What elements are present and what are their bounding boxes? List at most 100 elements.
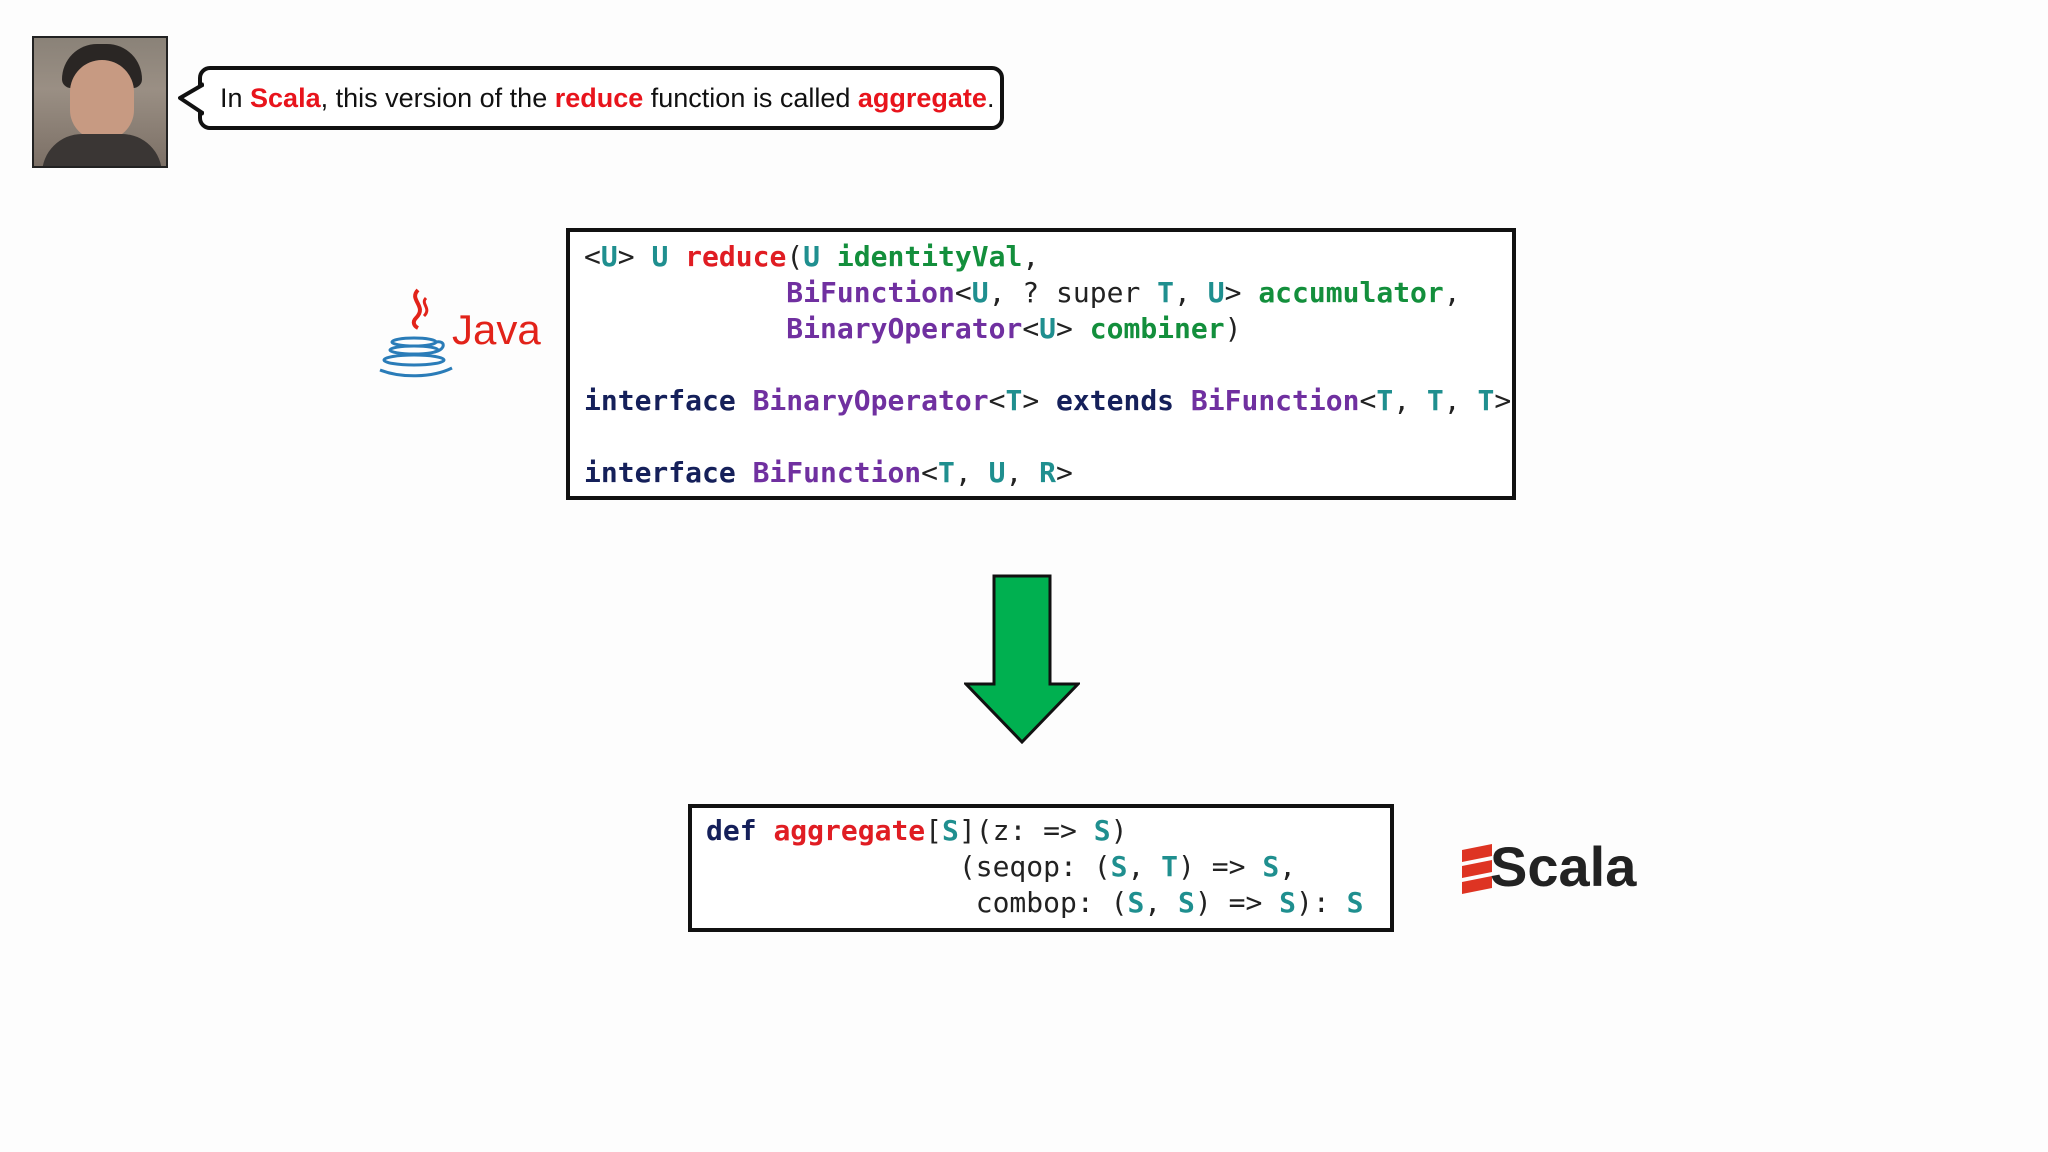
code-line: BinaryOperator<U> combiner) (584, 312, 1241, 345)
code-token: > (1022, 384, 1057, 417)
code-token: > (1494, 384, 1512, 417)
code-token: T (1157, 276, 1175, 309)
bubble-highlight-word: aggregate (857, 82, 987, 113)
code-token: (seqop: ( (706, 850, 1111, 883)
code-token: T (938, 456, 955, 489)
code-token: ) (1110, 814, 1128, 847)
scala-code-box: def aggregate[S](z: => S) (seqop: (S, T)… (688, 804, 1394, 932)
code-token: , (1443, 384, 1478, 417)
code-token: combop: ( (706, 886, 1128, 919)
code-token: identityVal (836, 240, 1023, 273)
code-token: ): (1296, 886, 1347, 919)
code-token: , (1279, 850, 1297, 883)
code-token: BiFunction (752, 456, 922, 489)
code-token: T (1426, 384, 1444, 417)
code-token: U (971, 276, 989, 309)
code-token: U (803, 240, 837, 273)
code-token: S (942, 814, 959, 847)
code-token: interface (584, 456, 753, 489)
code-token: U (651, 240, 686, 273)
speech-bubble-text: In Scala, this version of the reduce fun… (220, 83, 994, 114)
code-token: , (1144, 886, 1179, 919)
bubble-text-part: , this version of the (320, 82, 555, 113)
bubble-text-part: In (220, 82, 251, 113)
code-token: extends (1056, 384, 1191, 417)
code-token: , (1127, 850, 1162, 883)
code-token: > (1224, 276, 1259, 309)
bubble-text-part: . (986, 82, 995, 113)
code-token: combiner (1089, 312, 1225, 345)
java-logo-text: Java (452, 306, 541, 353)
code-token: < (988, 384, 1006, 417)
avatar-shirt (42, 134, 162, 166)
code-line: interface BinaryOperator<T> extends BiFu… (584, 384, 1511, 417)
code-token: T (1161, 850, 1179, 883)
code-line: def aggregate[S](z: => S) (706, 814, 1127, 847)
code-token: S (1178, 886, 1195, 919)
code-token: , (1174, 276, 1208, 309)
scala-logo-icon (1462, 844, 1492, 894)
code-token: def (706, 814, 774, 847)
code-token: ](z: => (958, 814, 1094, 847)
scala-logo-text: Scala (1490, 835, 1637, 898)
code-token: , (954, 456, 989, 489)
code-token: , (1005, 456, 1040, 489)
code-token: BinaryOperator (786, 312, 1023, 345)
code-token: R (1039, 456, 1057, 489)
code-token: ) (1224, 312, 1242, 345)
code-line: interface BiFunction<T, U, R> (584, 456, 1073, 489)
code-line: <U> U reduce(U identityVal, (584, 240, 1039, 273)
code-token: S (1346, 886, 1364, 919)
code-token: U (1207, 276, 1225, 309)
code-token: < (954, 276, 972, 309)
code-token: < (1022, 312, 1040, 345)
code-token: interface (584, 384, 753, 417)
code-token: S (1127, 886, 1145, 919)
code-token: accumulator (1258, 276, 1444, 309)
code-token: < (1359, 384, 1377, 417)
code-token: T (1376, 384, 1394, 417)
code-token: S (1279, 886, 1297, 919)
code-token: [ (925, 814, 943, 847)
code-token: < (584, 240, 601, 273)
code-token: , (1022, 240, 1040, 273)
code-token: , ? super (988, 276, 1158, 309)
code-token: ) => (1194, 886, 1280, 919)
code-token: aggregate (773, 814, 926, 847)
bubble-text-part: function is called (643, 82, 858, 113)
code-token: U (988, 456, 1006, 489)
avatar-face (70, 60, 134, 140)
code-token: T (1005, 384, 1023, 417)
code-token: S (1110, 850, 1128, 883)
code-token: < (921, 456, 939, 489)
speech-bubble: In Scala, this version of the reduce fun… (178, 66, 1004, 130)
code-line: (seqop: (S, T) => S, (706, 850, 1296, 883)
code-token: > (617, 240, 652, 273)
code-token: , (1443, 276, 1461, 309)
code-token: U (1039, 312, 1057, 345)
code-token: > (1056, 312, 1090, 345)
code-token: BinaryOperator (752, 384, 989, 417)
code-token: > (1056, 456, 1073, 489)
bubble-highlight-word: Scala (250, 82, 321, 113)
code-token (584, 312, 786, 345)
java-code-box: <U> U reduce(U identityVal, BiFunction<U… (566, 228, 1516, 500)
code-token: ) => (1178, 850, 1263, 883)
java-cup-icon (379, 288, 453, 378)
bubble-highlight-word: reduce (554, 82, 644, 113)
code-token: U (600, 240, 618, 273)
code-line: BiFunction<U, ? super T, U> accumulator, (584, 276, 1461, 309)
speech-bubble-tail (178, 82, 204, 116)
code-token (584, 276, 786, 309)
down-arrow-icon (964, 574, 1080, 744)
code-token: S (1262, 850, 1280, 883)
presenter-avatar (32, 36, 168, 168)
code-token: BiFunction (786, 276, 955, 309)
code-token: reduce (685, 240, 787, 273)
code-token: BiFunction (1190, 384, 1360, 417)
code-token: ( (786, 240, 804, 273)
code-token: S (1093, 814, 1111, 847)
code-token: , (1393, 384, 1427, 417)
code-token: T (1477, 384, 1495, 417)
